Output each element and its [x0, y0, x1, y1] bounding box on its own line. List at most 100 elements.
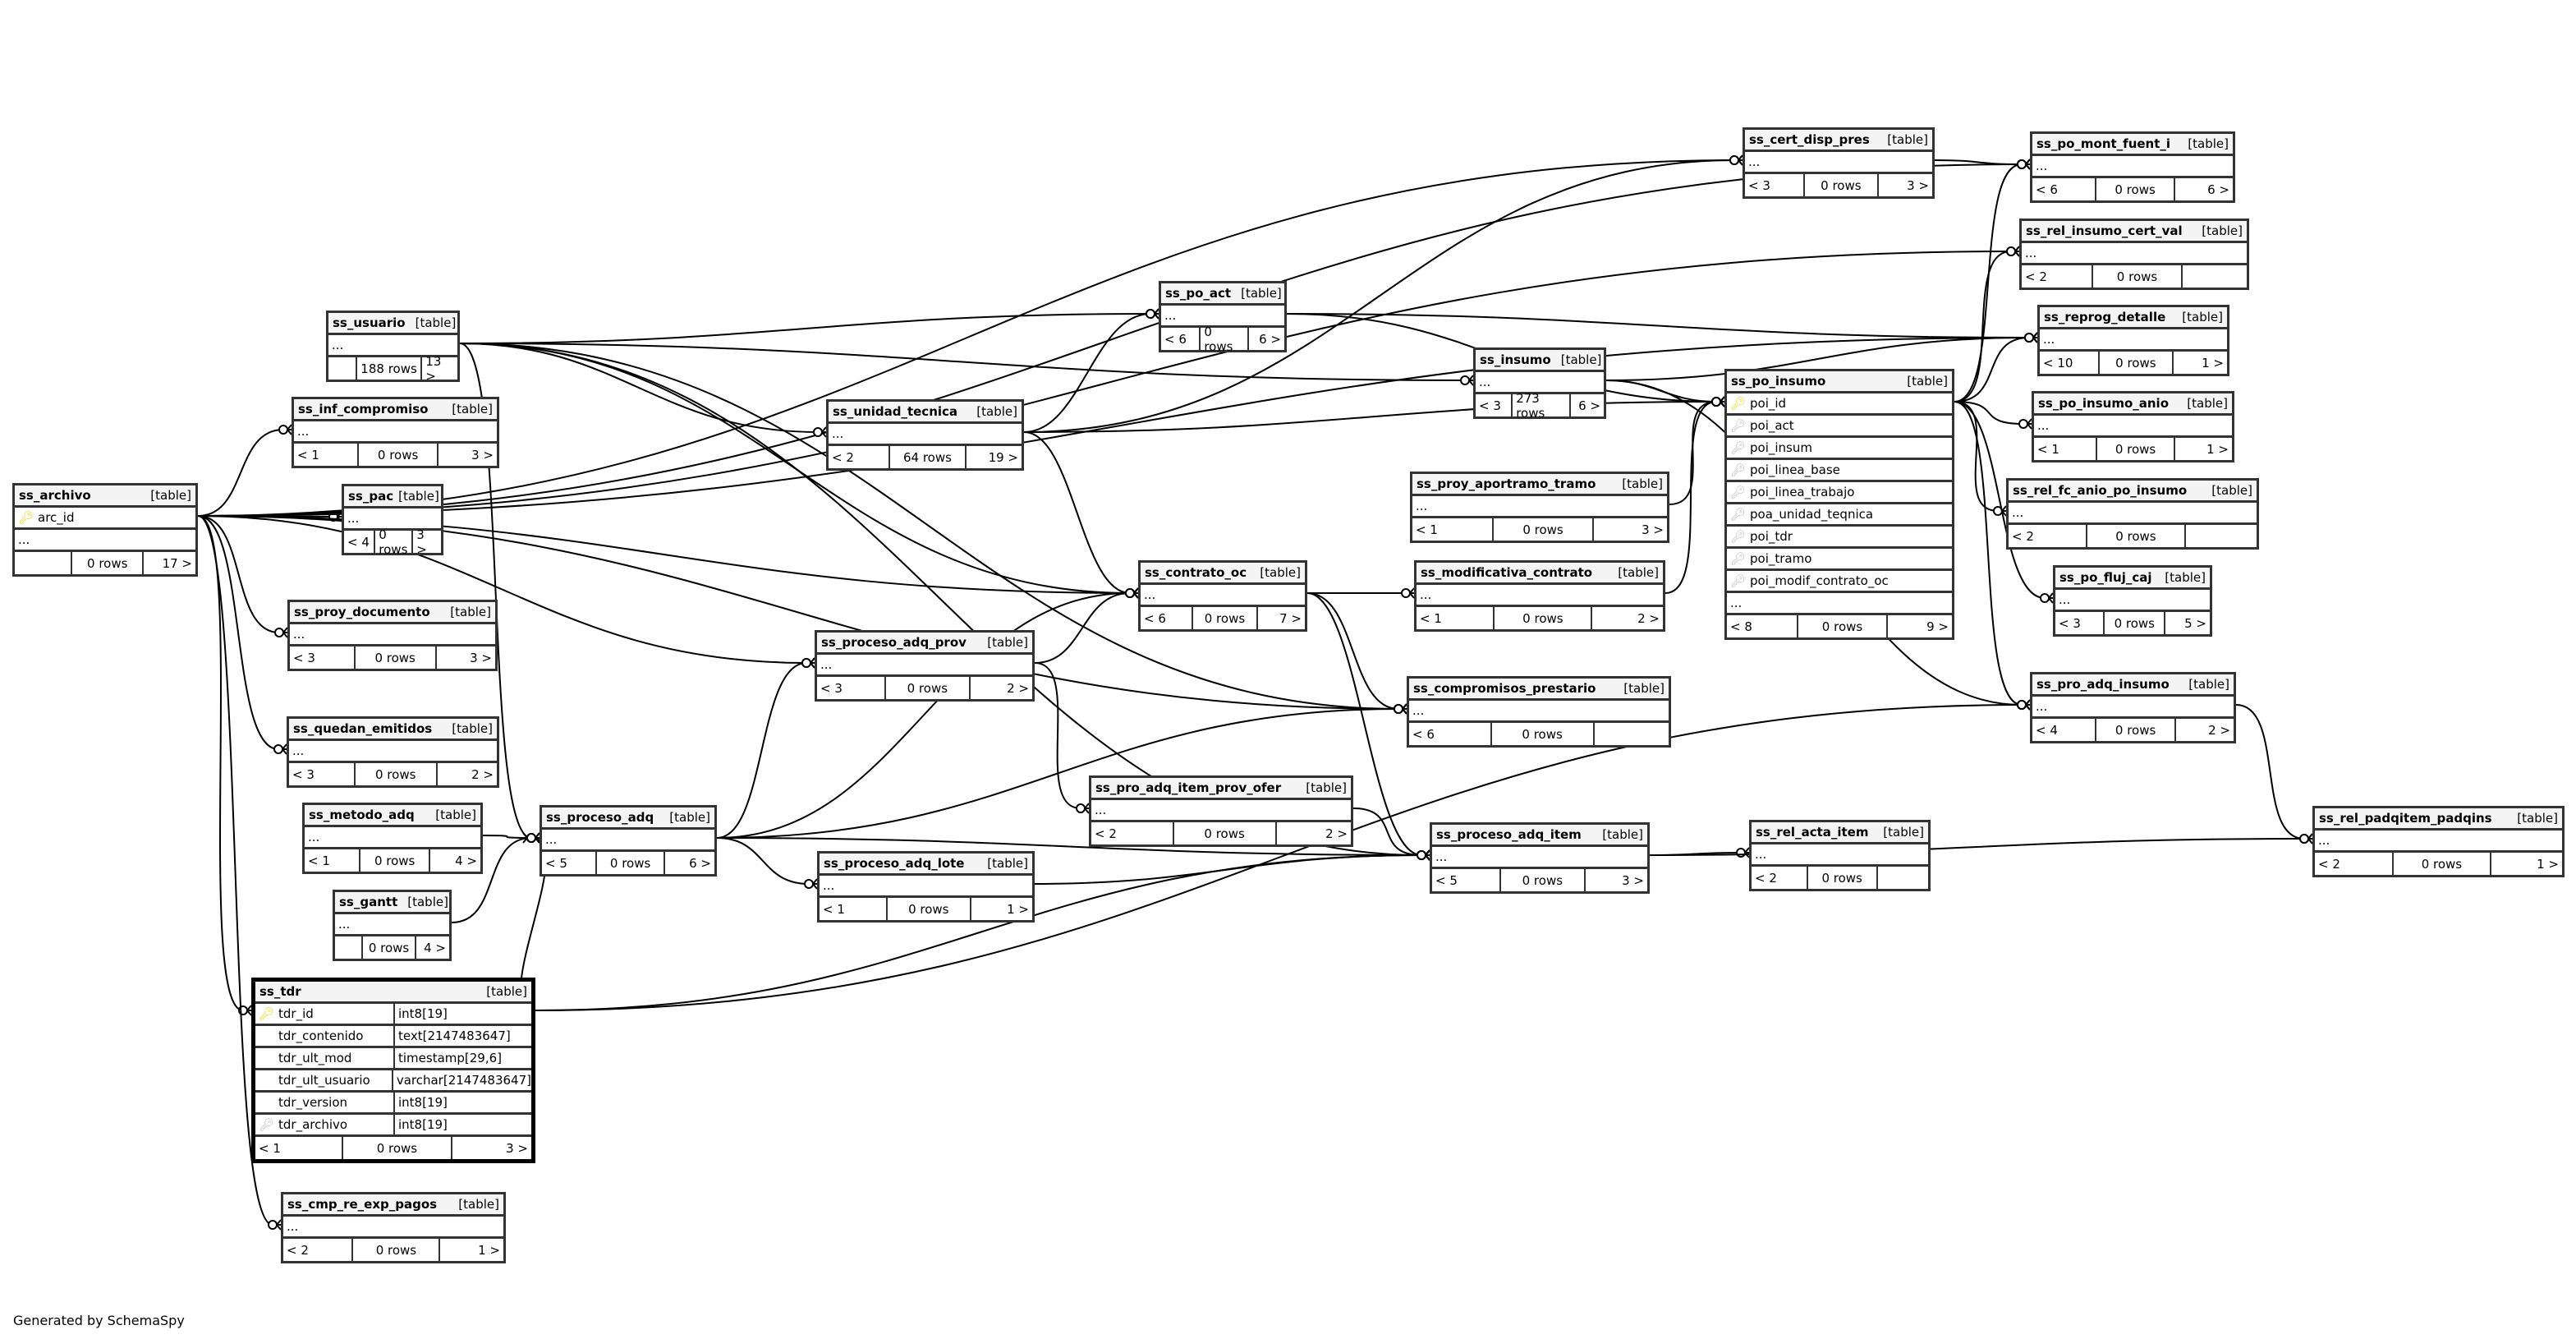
children-count[interactable]: 6 > [2207, 182, 2230, 197]
parents-count[interactable]: < 3 [290, 646, 356, 669]
children-count[interactable]: 2 > [1637, 610, 1660, 626]
parents-count[interactable]: < 6 [1161, 328, 1201, 350]
children-count[interactable]: 4 > [455, 853, 477, 868]
children-count[interactable]: 1 > [2202, 355, 2224, 370]
children-count[interactable]: 1 > [478, 1242, 500, 1258]
parents-count[interactable]: < 3 [817, 677, 886, 699]
parents-count[interactable]: < 6 [1409, 723, 1492, 745]
children-count[interactable]: 7 > [1279, 610, 1302, 626]
children-count[interactable]: 2 > [1325, 826, 1348, 841]
children-count[interactable]: 6 > [1259, 331, 1281, 347]
parents-count[interactable]: < 1 [294, 444, 359, 466]
parents-count[interactable]: < 6 [1141, 607, 1194, 629]
children-count[interactable]: 9 > [1926, 619, 1949, 634]
children-count[interactable]: 4 > [424, 940, 446, 955]
children-count[interactable]: 3 > [470, 650, 492, 665]
children-count[interactable]: 13 > [425, 353, 442, 384]
parents-count[interactable]: < 10 [2040, 352, 2100, 374]
parents-count[interactable]: < 2 [283, 1239, 354, 1261]
children-count[interactable]: 1 > [1007, 901, 1029, 917]
children-count[interactable]: 3 > [471, 447, 494, 462]
children-count[interactable]: 1 > [2206, 441, 2229, 457]
parents-count[interactable] [15, 552, 73, 574]
parents-count[interactable]: < 1 [305, 849, 361, 872]
parents-count[interactable] [335, 936, 363, 959]
children-count[interactable] [2183, 265, 2247, 288]
parents-count[interactable]: < 3 [2055, 612, 2105, 634]
parents-count[interactable]: < 2 [829, 446, 891, 468]
table-ss-pro-adq-item-prov-ofer[interactable]: ss_pro_adq_item_prov_ofer[table] ... < 2… [1089, 775, 1353, 847]
children-count[interactable]: 2 > [1007, 680, 1029, 696]
parents-count[interactable]: < 4 [344, 531, 376, 553]
children-count[interactable]: 5 > [2184, 615, 2206, 631]
children-count[interactable]: 6 > [1578, 398, 1600, 413]
children-count[interactable] [1595, 723, 1669, 745]
parents-count[interactable] [328, 357, 357, 380]
children-count[interactable]: 3 > [1622, 872, 1644, 888]
children-count[interactable]: 3 > [506, 1140, 528, 1156]
parents-count[interactable]: < 1 [255, 1137, 343, 1159]
parents-count[interactable]: < 3 [1476, 394, 1513, 416]
table-ss-po-insumo[interactable]: ss_po_insumo[table] 🔑︎poi_id 🔑︎poi_act 🔑… [1724, 369, 1954, 640]
parents-count[interactable]: < 2 [2022, 265, 2094, 288]
children-count[interactable]: 2 > [471, 766, 494, 782]
parents-count[interactable]: < 1 [1417, 607, 1495, 629]
parents-count[interactable]: < 1 [820, 898, 888, 920]
children-count[interactable] [1878, 867, 1928, 889]
parents-count[interactable]: < 2 [2315, 853, 2394, 875]
parents-count[interactable]: < 1 [1412, 518, 1494, 541]
parents-count[interactable]: < 2 [2009, 525, 2088, 547]
parents-count[interactable]: < 2 [1091, 822, 1174, 844]
parents-count[interactable]: < 3 [1745, 174, 1805, 196]
parents-count[interactable]: < 4 [2032, 719, 2097, 741]
parents-count[interactable]: < 5 [1432, 869, 1501, 891]
children-count[interactable]: 17 > [162, 555, 192, 571]
children-count[interactable]: 19 > [988, 449, 1018, 465]
parents-count[interactable]: < 8 [1727, 615, 1799, 637]
parents-count[interactable]: < 3 [289, 763, 356, 785]
parents-count[interactable]: < 1 [2034, 438, 2097, 460]
parents-count[interactable]: < 6 [2032, 178, 2096, 200]
row-count: 0 rows [1494, 518, 1595, 541]
parents-count[interactable]: < 2 [1752, 867, 1808, 889]
children-count[interactable]: 2 > [2208, 722, 2230, 738]
children-count[interactable]: 3 > [1642, 522, 1664, 537]
children-count[interactable] [2186, 525, 2257, 547]
children-count[interactable]: 1 > [2537, 856, 2559, 872]
children-count[interactable]: 6 > [689, 855, 711, 871]
children-count[interactable]: 3 > [1907, 177, 1929, 193]
children-count[interactable]: 3 > [416, 527, 427, 557]
parents-count[interactable]: < 5 [542, 852, 598, 874]
